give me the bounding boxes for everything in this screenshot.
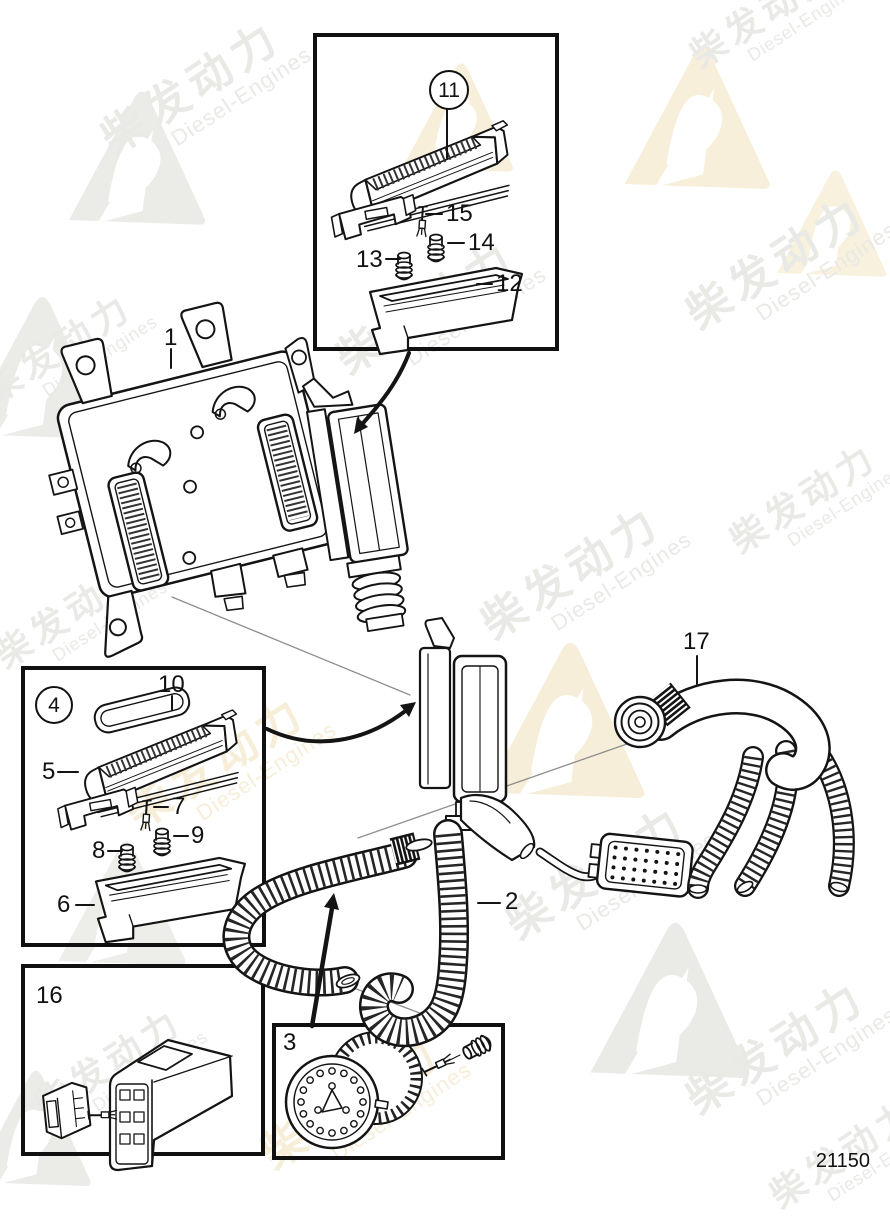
part-2-branch — [459, 793, 694, 898]
part-17-cable — [613, 678, 855, 899]
callout-5: 5 — [42, 758, 56, 785]
callout-9: 9 — [191, 822, 205, 849]
callout-leaders — [57, 107, 698, 906]
diagram-art — [42, 107, 855, 1172]
callout-7: 7 — [172, 793, 186, 820]
part-2-conduit-loop — [222, 832, 433, 997]
inset-box-part11-group — [313, 33, 559, 351]
part-1-ecu — [48, 301, 339, 658]
assembly-arrows — [265, 351, 416, 1029]
callout-10: 10 — [158, 671, 185, 698]
ecu-mating-connector — [301, 377, 409, 633]
part-4-connector-group — [55, 686, 253, 944]
part-2-harness — [222, 617, 694, 1048]
callout-11-circled: 11 — [429, 70, 469, 110]
callout-17: 17 — [683, 628, 710, 655]
callout-12: 12 — [496, 270, 523, 297]
callout-1: 1 — [164, 324, 178, 351]
drawing-number: 21150 — [815, 1150, 870, 1172]
callout-13: 13 — [356, 246, 383, 273]
callout-2: 2 — [505, 888, 519, 915]
part-16-cap — [42, 1081, 92, 1140]
part-10-seal — [93, 686, 191, 734]
callout-8: 8 — [92, 837, 106, 864]
part-16-connector — [42, 1038, 234, 1172]
callout-3: 3 — [283, 1029, 297, 1056]
inset-box-part4-group — [21, 666, 266, 947]
callout-15: 15 — [446, 200, 473, 227]
callout-16: 16 — [36, 982, 63, 1009]
callout-layer: 1 2 3 4 5 6 7 8 9 10 11 12 13 14 15 16 1… — [35, 70, 870, 1172]
callout-14: 14 — [468, 229, 495, 256]
part-2-conduit — [359, 819, 470, 1048]
callout-4-circled: 4 — [35, 686, 73, 724]
callout-6: 6 — [57, 891, 71, 918]
